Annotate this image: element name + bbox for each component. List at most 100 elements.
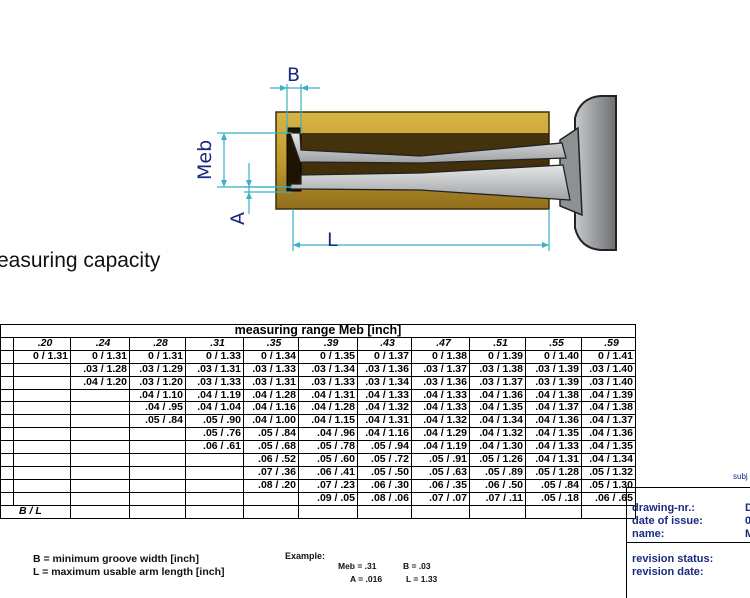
dimension-lines [217, 84, 550, 251]
table-cell [129, 478, 186, 493]
row-side-cell [0, 349, 14, 364]
table-cell: .03 / 1.37 [411, 362, 470, 377]
table-cell: .03 / 1.33 [185, 375, 244, 390]
table-cell: .08 / .06 [357, 491, 412, 506]
row-side-cell [0, 362, 14, 377]
row-side-cell [0, 375, 14, 390]
table-cell: .05 / .84 [129, 414, 186, 429]
table-cell [70, 440, 130, 455]
upper-arm [289, 132, 567, 164]
table-cell: .04 / 1.34 [581, 453, 636, 467]
table-cell: .04 / .95 [129, 401, 186, 416]
table-corner-cell [0, 336, 14, 351]
table-cell: 0 / 1.41 [581, 349, 636, 364]
table-cell: .04 / 1.32 [469, 427, 526, 442]
table-cell [70, 491, 130, 506]
table-cell: .04 / 1.35 [525, 427, 582, 442]
table-cell: .03 / 1.29 [129, 362, 186, 377]
table-cell: 0 / 1.31 [13, 349, 71, 364]
table-cell [129, 465, 186, 480]
row-side-cell [0, 427, 14, 442]
table-cell: .03 / 1.36 [411, 375, 470, 390]
table-cell [298, 504, 358, 519]
legend-b: B = minimum groove width [inch] [33, 553, 199, 565]
row-side-cell [0, 453, 14, 467]
table-cell: .04 / 1.32 [411, 414, 470, 429]
table-cell: .07 / .23 [298, 478, 358, 493]
table-cell [469, 504, 526, 519]
table-cell: .06 / .50 [469, 478, 526, 493]
name-value: M [745, 528, 750, 540]
example-b: B = .03 [403, 561, 431, 571]
table-cell: .03 / 1.38 [469, 362, 526, 377]
name-label: name: [632, 528, 665, 540]
table-cell: .03 / 1.33 [243, 362, 299, 377]
lower-arm [289, 164, 571, 201]
table-cell: .03 / 1.40 [581, 362, 636, 377]
table-cell [70, 453, 130, 467]
table-cell: 0 / 1.35 [298, 349, 358, 364]
table-cell [70, 478, 130, 493]
table-cell: .07 / .11 [469, 491, 526, 506]
table-cell: .05 / .89 [469, 465, 526, 480]
table-cell: .03 / 1.31 [185, 362, 244, 377]
table-cell: 0 / 1.33 [185, 349, 244, 364]
table-cell [13, 414, 71, 429]
table-cell: .04 / .96 [298, 427, 358, 442]
table-cell [129, 491, 186, 506]
table-cell: .03 / 1.34 [357, 375, 412, 390]
column-header: .51 [469, 336, 526, 351]
date-of-issue-value: 0 [745, 515, 750, 527]
revision-status-label: revision status: [632, 553, 714, 565]
table-cell [357, 504, 412, 519]
table-cell: .06 / .41 [298, 465, 358, 480]
table-cell: .03 / 1.34 [298, 362, 358, 377]
table-cell: .03 / 1.20 [129, 375, 186, 390]
table-cell [70, 504, 130, 519]
table-cell [13, 427, 71, 442]
table-cell: .03 / 1.39 [525, 375, 582, 390]
table-cell: .03 / 1.36 [357, 362, 412, 377]
table-row: .04 / .95.04 / 1.04.04 / 1.16.04 / 1.28.… [0, 401, 636, 416]
table-cell [13, 478, 71, 493]
example-l: L = 1.33 [406, 574, 438, 584]
table-cell: .04 / 1.36 [581, 427, 636, 442]
table-row: .09 / .05.08 / .06.07 / .07.07 / .11.05 … [0, 491, 636, 506]
table-cell: 0 / 1.39 [469, 349, 526, 364]
table-cell: .05 / .84 [243, 427, 299, 442]
dimension-arrows [221, 85, 549, 248]
table-row: .04 / 1.10.04 / 1.19.04 / 1.28.04 / 1.31… [0, 388, 636, 403]
table-cell: .04 / 1.37 [581, 414, 636, 429]
table-cell: .05 / .60 [298, 453, 358, 467]
table-cell: .04 / 1.15 [298, 414, 358, 429]
table-cell: .05 / 1.26 [469, 453, 526, 467]
table-cell: .07 / .07 [411, 491, 470, 506]
table-cell: .04 / 1.00 [243, 414, 299, 429]
table-cell: .05 / .90 [185, 414, 244, 429]
table-cell: .04 / 1.29 [411, 427, 470, 442]
table-cell: .03 / 1.37 [469, 375, 526, 390]
table-cell: .04 / 1.31 [357, 414, 412, 429]
table-row: .06 / .61.05 / .68.05 / .78.05 / .94.04 … [0, 440, 636, 455]
table-row: .05 / .76.05 / .84.04 / .96.04 / 1.16.04… [0, 427, 636, 442]
table-cell: .07 / .36 [243, 465, 299, 480]
table-cell: 0 / 1.31 [129, 349, 186, 364]
legend-l: L = maximum usable arm length [inch] [33, 566, 225, 578]
table-row: .05 / .84.05 / .90.04 / 1.00.04 / 1.15.0… [0, 414, 636, 429]
date-of-issue-label: date of issue: [632, 515, 703, 527]
table-row: .03 / 1.28.03 / 1.29.03 / 1.31.03 / 1.33… [0, 362, 636, 377]
table-cell [13, 375, 71, 390]
row-side-cell [0, 440, 14, 455]
example-meb: Meb = .31 [338, 561, 377, 571]
table-cell: .04 / 1.04 [185, 401, 244, 416]
table-cell: .05 / .84 [525, 478, 582, 493]
table-cell [185, 491, 244, 506]
column-header: .31 [185, 336, 244, 351]
table-cell: .04 / 1.32 [357, 401, 412, 416]
table-cell [13, 388, 71, 403]
table-cell: .05 / .78 [298, 440, 358, 455]
table-cell: .03 / 1.31 [243, 375, 299, 390]
table-cell: 0 / 1.37 [357, 349, 412, 364]
table-cell: .05 / .50 [357, 465, 412, 480]
table-cell: .05 / .72 [357, 453, 412, 467]
